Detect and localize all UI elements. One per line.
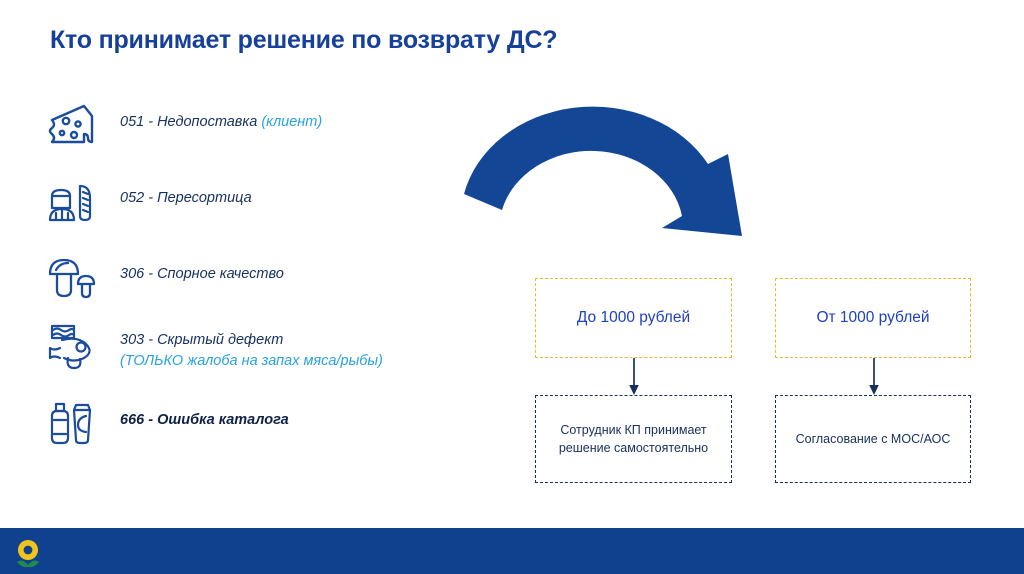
list-item-label: 666 - Ошибка каталога [120,412,289,428]
mushroom-icon [44,252,100,304]
list-item-accent: (клиент) [261,114,323,130]
action-box-right[interactable]: Согласование с МОС/АОС [775,395,971,483]
ring-leaf-logo-icon [13,536,43,573]
list-item-label: 306 - Спорное качество [120,266,284,282]
list-item-text: 303 - Скрытый дефект (ТОЛЬКО жалоба на з… [100,318,494,371]
list-item[interactable]: 666 - Ошибка каталога [44,398,289,450]
list-item[interactable]: 051 - Недопоставка (клиент) [44,100,322,152]
meat-fish-icon [44,318,100,370]
amount-box-left[interactable]: До 1000 рублей [535,278,732,358]
list-item-text: 666 - Ошибка каталога [100,398,289,431]
bread-icon [44,176,100,228]
list-item-sub: (ТОЛЬКО жалоба на запах мяса/рыбы) [120,352,383,369]
list-item[interactable]: 306 - Спорное качество [44,252,284,304]
action-box-left[interactable]: Сотрудник КП принимает решение самостоят… [535,395,732,483]
footer-bar [0,528,1024,574]
list-item[interactable]: 303 - Скрытый дефект (ТОЛЬКО жалоба на з… [44,318,494,371]
list-item[interactable]: 052 - Пересортица [44,176,252,228]
cosmetics-icon [44,398,100,450]
cheese-icon [44,100,100,152]
list-item-text: 306 - Спорное качество [100,252,284,285]
curved-arrow-right-icon [440,88,800,283]
connector-arrow-left [626,358,642,401]
list-item-text: 051 - Недопоставка (клиент) [100,100,322,133]
connector-arrow-right [866,358,882,401]
amount-box-right[interactable]: От 1000 рублей [775,278,971,358]
list-item-label: 303 - Скрытый дефект [120,332,284,348]
list-item-label: 051 - Недопоставка (клиент) [120,114,323,130]
list-item-label: 052 - Пересортица [120,190,252,206]
list-item-text: 052 - Пересортица [100,176,252,209]
page-title: Кто принимает решение по возврату ДС? [50,26,558,54]
